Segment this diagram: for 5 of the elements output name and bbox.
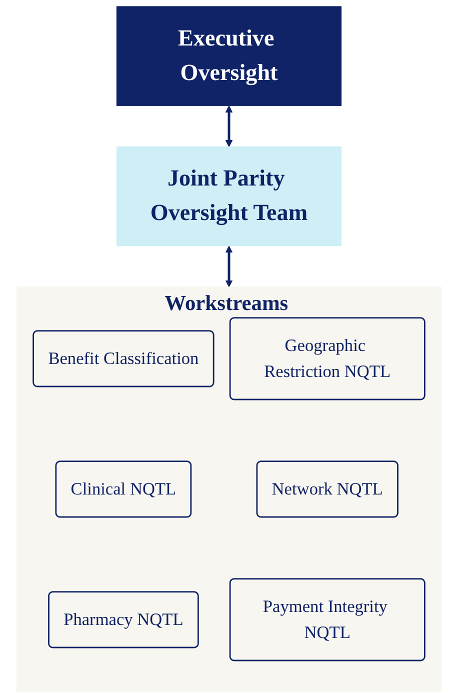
- arrow: [225, 106, 233, 148]
- cluster: [16, 286, 442, 692]
- arrow: [225, 246, 233, 288]
- node-box: [116, 6, 342, 106]
- node-box: [116, 146, 342, 246]
